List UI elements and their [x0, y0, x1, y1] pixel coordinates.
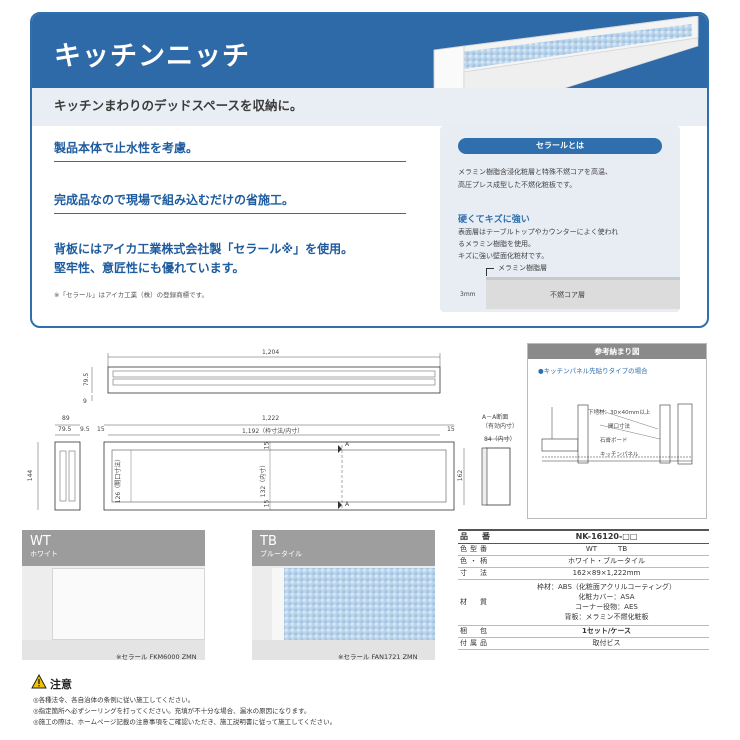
spec-key: 梱 包	[458, 625, 504, 638]
photo-white: WT ホワイト ※セラール FKM6000 ZMN	[22, 530, 205, 660]
info-desc: メラミン樹脂含浸化粧層と特殊不燃コアを高温、	[458, 168, 612, 176]
dim-side-a: 79.5	[58, 426, 72, 433]
spec-value: 1セット/ケース	[504, 625, 709, 638]
layer-label-melamine: メラミン樹脂層	[498, 264, 547, 272]
dim-top-height: 79.5	[83, 372, 91, 387]
subtitle: キッチンまわりのデッドスペースを収納に。	[54, 98, 303, 113]
dim-h-bottom: 15	[263, 499, 271, 508]
spec-value: 取付ビス	[504, 637, 709, 650]
info-desc: 高圧プレス成型した不燃化粧板です。	[458, 181, 577, 189]
spec-value-material: 枠材：ABS（化粧面アクリルコーティング） 化粧カバー：ASA コーナー役物：A…	[504, 579, 709, 626]
caution-line: ◎指定箇所へ必ずシーリングを打ってください。充填が不十分な場合、漏水の原因になり…	[33, 707, 311, 715]
spec-key: 材 質	[458, 579, 504, 626]
info-heading-pill: セラールとは	[458, 138, 662, 154]
feature-3a: 背板にはアイカ工業株式会社製「セラール※」を使用。	[54, 242, 354, 256]
spec-value: ホワイト・ブルータイル	[504, 555, 709, 568]
photo-code: WT	[30, 534, 51, 549]
trademark-note: ※「セラール」はアイカ工業（株）の登録商標です。	[54, 291, 208, 299]
caution-line: ◎各種法令、各自治体の条例に従い施工してください。	[33, 696, 195, 704]
table-row: 材 質 枠材：ABS（化粧面アクリルコーティング） 化粧カバー：ASA コーナー…	[458, 579, 709, 626]
core-layer	[486, 280, 680, 309]
top-view-drawing	[91, 353, 441, 401]
page-title: キッチンニッチ	[54, 41, 250, 72]
spec-key: 色・柄	[458, 555, 504, 568]
leader-line	[486, 268, 487, 276]
section-sublabel: （有効内寸）	[482, 423, 519, 430]
info-text: キズに強い壁面化粧材です。	[458, 252, 549, 260]
spec-key: 品 番	[458, 529, 504, 544]
table-row: 梱 包 1セット/ケース	[458, 625, 709, 638]
dim-section-depth: 84（内寸）	[484, 436, 516, 443]
leader-line	[486, 268, 494, 269]
dim-side-b: 9.5	[80, 426, 90, 433]
photo-name: ホワイト	[30, 550, 58, 558]
reference-subtitle: ●キッチンパネル先貼りタイプの場合	[538, 367, 648, 375]
reference-title: 参考納まり図	[528, 344, 706, 359]
section-mark: A	[345, 501, 350, 508]
info-text: るメラミン樹脂を使用。	[458, 240, 535, 248]
info-subheading: 硬くてキズに強い	[458, 215, 530, 225]
dim-front-left: 15	[97, 426, 105, 433]
table-row: 色型番 WT TB	[458, 543, 709, 556]
material-line: コーナー役物：AES	[575, 603, 638, 611]
section-mark: A	[345, 441, 350, 448]
side-view-drawing	[37, 424, 81, 511]
melamine-layer	[486, 277, 680, 280]
feature-2: 完成品なので現場で組み込むだけの省施工。	[54, 193, 295, 207]
dim-side-depth: 89	[62, 415, 70, 422]
spec-key: 色型番	[458, 543, 504, 556]
material-line: 化粧カバー：ASA	[578, 593, 635, 601]
reference-drawing	[541, 403, 693, 465]
section-label: A－A断面	[482, 414, 509, 421]
table-row: 付属品 取付ビス	[458, 637, 709, 650]
table-row: 品 番 NK-16120-□□	[458, 529, 709, 544]
table-row: 寸 法 162×89×1,222mm	[458, 567, 709, 580]
front-view-drawing	[103, 424, 455, 511]
subtitle-band	[32, 88, 707, 126]
dim-front-width: 1,222	[262, 415, 280, 422]
feature-3b: 堅牢性、意匠性にも優れています。	[54, 261, 245, 275]
material-line: 枠材：ABS（化粧面アクリルコーティング）	[536, 583, 676, 591]
layer-label-core: 不燃コア層	[550, 291, 585, 299]
dim-side-height: 144	[27, 469, 35, 482]
product-card: キッチンニッチ キッチンまわりのデッドスペースを収納に。 製品本体で止水性を考慮…	[30, 12, 709, 328]
photo-blue-tile: TB ブルータイル ※セラール FAN1721 ZMN	[252, 530, 435, 660]
spec-value: 162×89×1,222mm	[504, 567, 709, 580]
dim-h-inner: 132（内寸）	[260, 461, 268, 498]
dim-section-height: 162	[457, 469, 465, 482]
divider	[54, 161, 406, 162]
section-view-drawing	[463, 438, 511, 506]
technical-drawing	[37, 353, 511, 511]
spec-table: 品 番 NK-16120-□□ 色型番 WT TB 色・柄 ホワイト・ブルータイ…	[458, 529, 709, 650]
ref-label-base: 下地材：30×40mm以上	[588, 410, 651, 416]
ceral-info-panel: セラールとは メラミン樹脂含浸化粧層と特殊不燃コアを高温、 高圧プレス成型した不…	[440, 126, 680, 312]
info-text: 表面層はテーブルトップやカウンターによく使われ	[458, 228, 619, 236]
caution-line: ◎施工の際は、ホームページ記載の注意事項をご確認いただき、施工説明書に従って施工…	[33, 718, 337, 726]
table-row: 色・柄 ホワイト・ブルータイル	[458, 555, 709, 568]
spec-key: 寸 法	[458, 567, 504, 580]
dim-h-frame: 126（開口寸法）	[115, 455, 123, 504]
ref-label-gypsum: 石膏ボード	[600, 438, 628, 444]
spec-key: 付属品	[458, 637, 504, 650]
dim-front-inner: 1,192（枠寸法/内寸）	[242, 428, 304, 435]
reference-detail-panel: 参考納まり図 ●キッチンパネル先貼りタイプの場合 下地材：30×40mm以上 開…	[527, 343, 707, 519]
spec-value: NK-16120-□□	[504, 529, 709, 544]
dim-h-top: 15	[263, 441, 271, 450]
feature-1: 製品本体で止水性を考慮。	[54, 141, 199, 155]
warning-icon	[31, 674, 47, 689]
photo-name: ブルータイル	[260, 550, 302, 558]
ref-label-opening: 開口寸法	[608, 424, 631, 430]
material-line: 背板：メラミン不燃化粧板	[564, 613, 649, 621]
dim-top-small: 9	[83, 398, 87, 405]
ref-label-panel: キッチンパネル	[600, 452, 639, 458]
spec-value: WT TB	[504, 543, 709, 556]
photo-code: TB	[260, 534, 277, 549]
thickness-label: 3mm	[460, 291, 476, 298]
caution-title: 注意	[50, 678, 72, 691]
photo-caption: ※セラール FAN1721 ZMN	[338, 653, 418, 660]
dim-top-width: 1,204	[262, 349, 280, 356]
photo-caption: ※セラール FKM6000 ZMN	[116, 653, 197, 660]
dim-front-right: 15	[447, 426, 455, 433]
divider	[54, 213, 406, 214]
